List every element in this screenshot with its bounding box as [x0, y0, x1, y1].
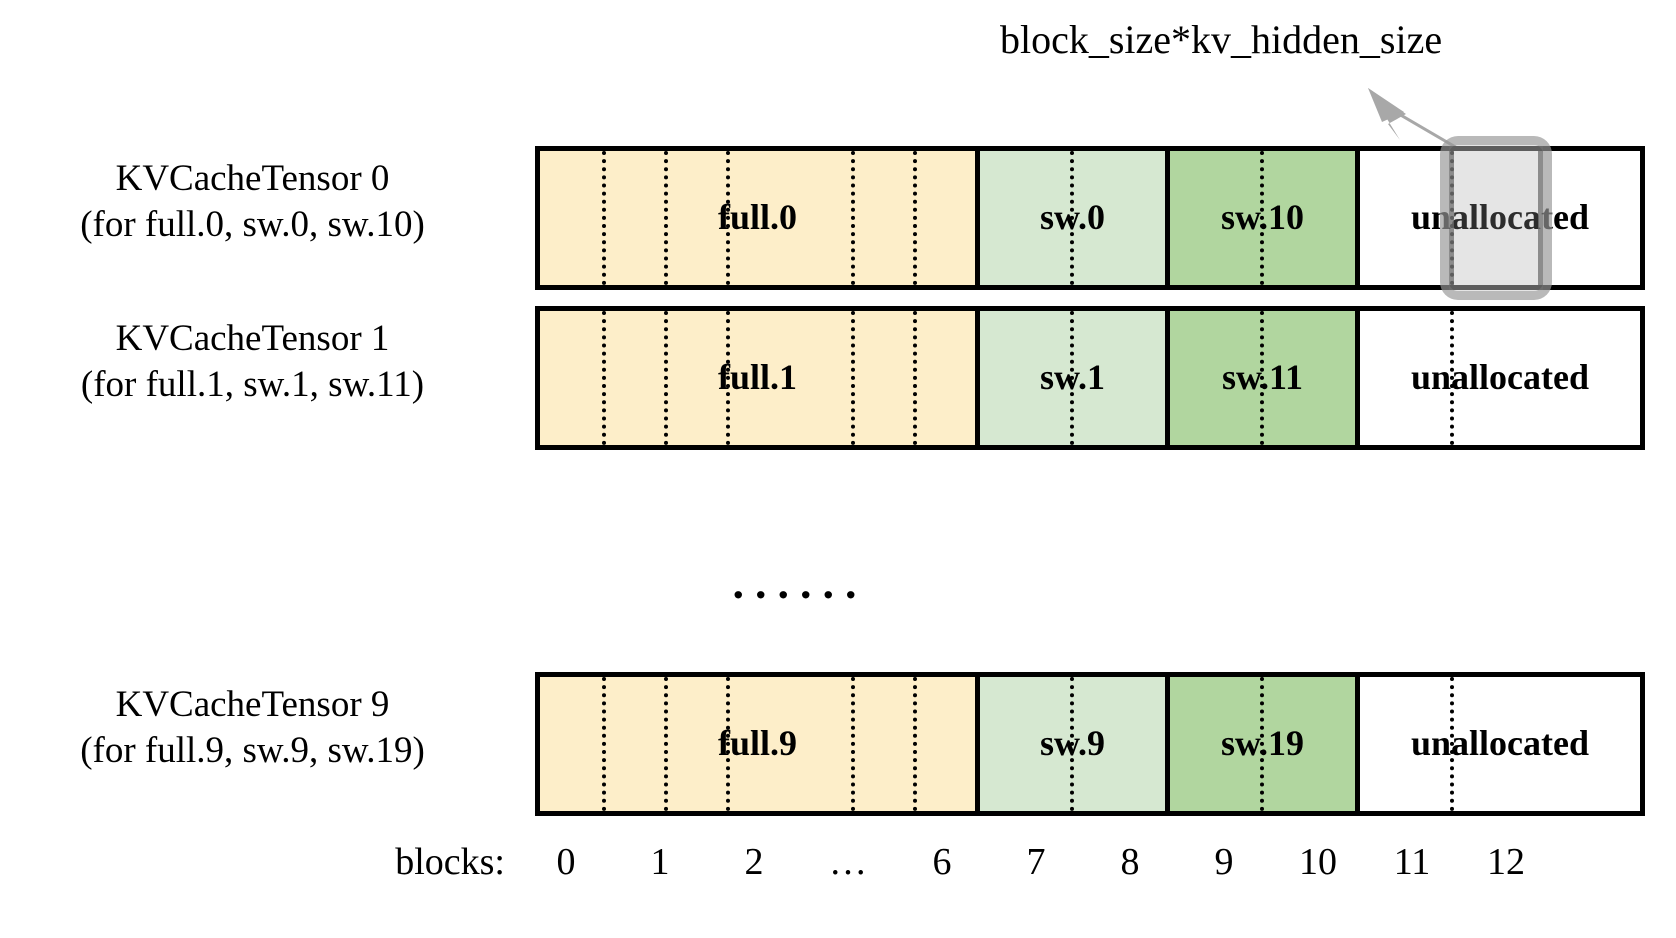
axis-tick-1: 1: [650, 841, 670, 883]
row-label-kvcachetensor-9: KVCacheTensor 9 (for full.9, sw.9, sw.19…: [0, 682, 505, 774]
segment-full-9[interactable]: full.9: [540, 677, 975, 811]
kvcachetensor-1-bar: full.1 sw.1 sw.11 unallocated: [535, 306, 1645, 450]
axis-tick-8: 10: [1299, 841, 1337, 883]
row-label-line1: KVCacheTensor 0: [115, 158, 390, 199]
segment-unallocated-0-label: unallocated: [1410, 197, 1589, 238]
segment-unallocated-1[interactable]: unallocated: [1355, 311, 1640, 445]
axis-tick-5: 7: [1026, 841, 1046, 883]
segment-unallocated-9[interactable]: unallocated: [1355, 677, 1640, 811]
segment-full-0-label: full.0: [717, 197, 797, 238]
blocks-axis: blocks: 0 1 2 … 6 7 8 9 10 11 12: [0, 840, 1676, 900]
annotation-label: block_size*kv_hidden_size: [1000, 17, 1443, 62]
segment-sw-11-label: sw.11: [1221, 357, 1304, 398]
row-label-line2: (for full.0, sw.0, sw.10): [80, 203, 425, 245]
kvcachetensor-9-bar: full.9 sw.9 sw.19 unallocated: [535, 672, 1645, 816]
segment-sw-10-label: sw.10: [1220, 197, 1305, 238]
axis-tick-0: 0: [556, 841, 576, 883]
axis-tick-3: …: [829, 841, 867, 883]
segment-sw-0[interactable]: sw.0: [975, 151, 1165, 285]
segment-unallocated-0[interactable]: unallocated: [1355, 151, 1640, 285]
segment-full-0[interactable]: full.0: [540, 151, 975, 285]
segment-sw-11[interactable]: sw.11: [1165, 311, 1355, 445]
row-label-line1: KVCacheTensor 1: [115, 318, 390, 359]
segment-unallocated-9-label: unallocated: [1410, 723, 1589, 764]
row-label-kvcachetensor-1: KVCacheTensor 1 (for full.1, sw.1, sw.11…: [0, 316, 505, 408]
segment-sw-19[interactable]: sw.19: [1165, 677, 1355, 811]
row-label-line2: (for full.1, sw.1, sw.11): [80, 363, 425, 405]
segment-full-1-label: full.1: [717, 357, 797, 398]
segment-sw-9[interactable]: sw.9: [975, 677, 1165, 811]
segment-unallocated-1-label: unallocated: [1410, 357, 1589, 398]
segment-sw-1-label: sw.1: [1039, 357, 1106, 398]
segment-full-9-label: full.9: [717, 723, 797, 764]
axis-tick-4: 6: [932, 841, 952, 883]
axis-tick-10: 12: [1487, 841, 1525, 883]
axis-tick-9: 11: [1393, 841, 1431, 883]
row-label-line2: (for full.9, sw.9, sw.19): [80, 729, 425, 771]
segment-full-1[interactable]: full.1: [540, 311, 975, 445]
segment-sw-19-label: sw.19: [1220, 723, 1305, 764]
segment-sw-9-label: sw.9: [1039, 723, 1106, 764]
segment-sw-1[interactable]: sw.1: [975, 311, 1165, 445]
segment-sw-10[interactable]: sw.10: [1165, 151, 1355, 285]
kvcachetensor-0-bar: full.0 sw.0 sw.10 unallocated: [535, 146, 1645, 290]
axis-tick-2: 2: [744, 841, 764, 883]
axis-tick-7: 9: [1214, 841, 1234, 883]
vertical-ellipsis: ......: [732, 557, 868, 608]
row-label-kvcachetensor-0: KVCacheTensor 0 (for full.0, sw.0, sw.10…: [0, 156, 505, 248]
axis-tick-6: 8: [1120, 841, 1140, 883]
segment-sw-0-label: sw.0: [1039, 197, 1106, 238]
blocks-axis-caption: blocks:: [395, 841, 505, 883]
row-label-line1: KVCacheTensor 9: [115, 684, 390, 725]
